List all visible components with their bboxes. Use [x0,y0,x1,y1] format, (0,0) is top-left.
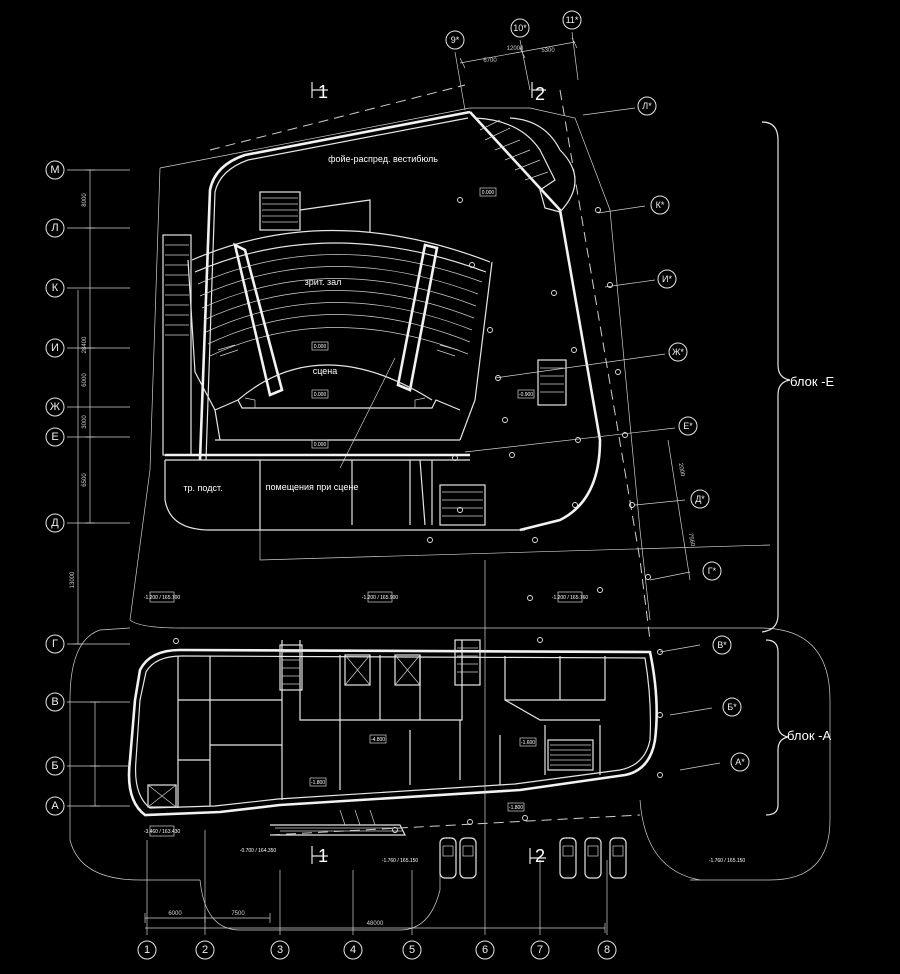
elevation-mark: -1.760 / 165.150 [382,858,419,864]
right-axis-bubbles: Л* К* И* Ж* Е* Д* Г* В* Б* А* [637,96,750,772]
axis-label-bottom: 4 [350,944,356,956]
axis-label-left: Е [51,431,58,443]
elevation-mark: -4.800 [371,737,385,743]
dimension-lines [73,37,691,933]
stage-area [214,357,461,469]
block-label-e: блок -Е [790,374,834,389]
axis-label-right: Ж* [672,347,684,357]
elevation-mark: 0.000 [314,344,327,350]
axis-label-left: Г [52,638,58,650]
axis-label-right: Л* [642,101,652,111]
dim-left-b: 28400 [82,336,88,353]
elevation-mark: -1.200 / 165.900 [362,595,399,601]
block-braces [761,121,791,816]
room-label-foyer: фойе-распред. вестибюль [328,154,438,164]
elevation-mark: -3.460 / 163.430 [144,829,181,835]
elevation-mark: -0.700 / 164.350 [240,848,277,854]
axis-label-right: И* [662,274,672,284]
section-2-top: 2 [535,84,545,104]
site-boundary [69,84,831,931]
axis-label-top: 11* [566,15,579,25]
axis-label-right: В* [717,640,727,650]
axis-label-left: В [51,696,58,708]
axis-label-bottom: 5 [409,944,415,956]
parked-cars [439,837,627,879]
auditorium-seating [187,229,493,441]
bottom-axis-bubbles: 1 2 3 4 5 6 7 8 [137,940,617,960]
dim-left-c: 6000 [82,373,88,387]
dim-left-e: 6500 [82,473,88,487]
elevation-mark: -1.600 [521,740,535,746]
section-1-top: 1 [318,82,328,102]
axis-label-bottom: 7 [537,944,543,956]
block-a-building [127,637,663,836]
axis-label-left: М [50,164,59,176]
dim-top-b: 6700 [483,58,497,64]
room-label-backstage: помещения при сцене [266,482,359,492]
elevation-mark: 0.000 [314,392,327,398]
dim-top-a: 12000 [507,46,524,52]
axis-label-left: К [52,282,59,294]
axis-label-bottom: 8 [604,944,610,956]
axis-label-right: Д* [695,494,705,504]
axis-label-top: 9* [451,35,460,45]
block-e-columns [427,197,651,601]
block-label-a: блок -А [787,728,831,743]
elevation-marks: -1.200 / 165.700 -1.200 / 165.900 -1.200… [144,187,746,864]
dim-right-a: 2000 [677,463,685,478]
dim-top-c: 5300 [541,48,555,54]
section-markers [311,82,546,864]
axis-label-right: Е* [683,421,693,431]
elevation-mark: -1.800 [311,780,325,786]
axis-label-right: К* [656,200,665,210]
axis-label-right: Г* [708,566,717,576]
axis-label-bottom: 2 [202,944,208,956]
elevation-mark: -0.900 [519,392,533,398]
section-1-bottom: 1 [318,846,328,866]
axis-label-left: Л [51,222,58,234]
room-label-transformer: тр. подст. [183,483,222,493]
axis-label-left: Ж [50,401,60,413]
dim-bottom-b: 7500 [231,911,245,917]
axis-label-left: А [51,800,59,812]
dim-left-d: 3000 [82,415,88,429]
room-label-stage: сцена [313,366,338,376]
elevation-mark: -1.760 / 165.150 [709,858,746,864]
axis-label-left: Б [51,760,58,772]
axis-label-right: Б* [727,702,737,712]
axis-label-bottom: 3 [277,944,283,956]
axis-label-bottom: 6 [482,944,488,956]
section-2-bottom: 2 [535,846,545,866]
axis-label-left: И [51,342,59,354]
grid-lines [67,31,721,935]
dim-bottom-total: 48000 [367,921,384,927]
elevation-mark: 0.000 [314,442,327,448]
dim-left-total: 13000 [70,571,76,588]
elevation-mark: -1.200 / 165.700 [144,595,181,601]
axis-label-right: А* [735,757,745,767]
axis-label-left: Д [51,517,59,529]
axis-label-top: 10* [513,23,527,33]
left-axis-bubbles: М Л К И Ж Е Д Г В Б А [45,160,65,816]
top-axis-bubbles: 9* 10* 11* [445,10,582,50]
elevation-mark: -1.200 / 165.760 [552,595,589,601]
room-label-hall: зрит. зал [305,277,342,287]
dim-left-a: 8000 [82,193,88,207]
elevation-mark: -1.800 [509,805,523,811]
axis-label-bottom: 1 [144,944,150,956]
dim-right-b: 7560 [687,533,695,548]
elevation-mark: 0.000 [482,190,495,196]
dim-bottom-a: 6000 [168,911,182,917]
block-e-building [162,110,771,601]
backstage-rooms [164,453,771,561]
